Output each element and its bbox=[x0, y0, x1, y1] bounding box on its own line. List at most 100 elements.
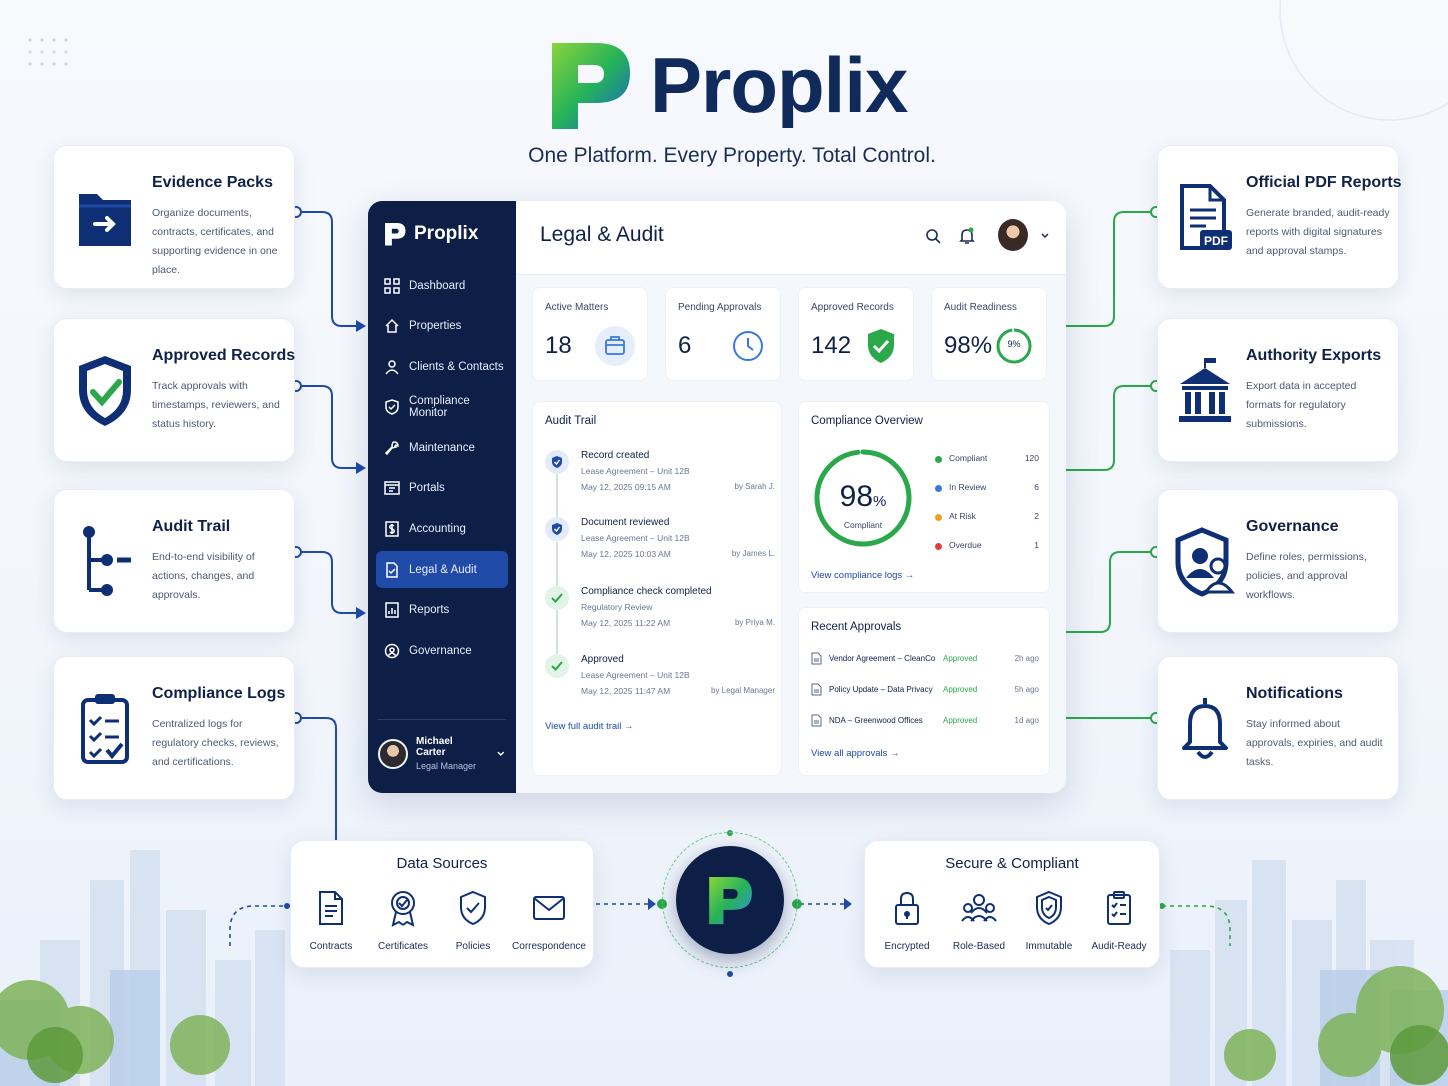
check-icon bbox=[545, 654, 569, 678]
feature-desc: Organize documents, contracts, certifica… bbox=[152, 207, 278, 276]
stat-label: Approved Records bbox=[811, 302, 894, 313]
item-label: Role-Based bbox=[952, 941, 1006, 952]
hub-ring bbox=[662, 832, 798, 968]
sidebar-item-clients-contacts[interactable]: Clients & Contacts bbox=[376, 348, 508, 385]
secure-item-encrypted: Encrypted bbox=[867, 885, 947, 952]
page-title: Legal & Audit bbox=[540, 223, 664, 246]
timeline-date: May 12, 2025 11:22 AM bbox=[581, 618, 671, 628]
timeline-date: May 12, 2025 10:03 AM bbox=[581, 549, 671, 559]
document-icon bbox=[291, 885, 371, 931]
feature-card-audit-trail: Audit Trail End-to-end visibility of act… bbox=[53, 489, 295, 633]
shield-check-icon bbox=[861, 326, 901, 366]
legend-count: 1 bbox=[1034, 540, 1039, 550]
item-label: Correspondence bbox=[512, 941, 586, 952]
feature-card-approved-records: Approved Records Track approvals with ti… bbox=[53, 318, 295, 462]
timeline-title: Approved bbox=[581, 654, 624, 665]
sidebar: Proplix Dashboard Properties Clients & C… bbox=[368, 201, 516, 793]
search-icon[interactable] bbox=[922, 225, 944, 247]
user-menu[interactable]: Michael Carter Legal Manager bbox=[378, 719, 506, 779]
stat-value: 98% bbox=[944, 332, 993, 359]
proplix-logo-icon bbox=[385, 223, 406, 246]
proplix-hub bbox=[676, 846, 784, 954]
timeline-author: by James L. bbox=[731, 549, 775, 558]
secure-item-role-based: Role-Based bbox=[939, 885, 1019, 952]
svg-text:PDF: PDF bbox=[1204, 234, 1228, 248]
item-label: Contracts bbox=[309, 941, 353, 952]
feature-desc: Stay informed about approvals, expiries,… bbox=[1246, 718, 1383, 768]
feature-title: Governance bbox=[1246, 518, 1339, 535]
view-compliance-logs-link[interactable]: View compliance logs → bbox=[811, 570, 915, 581]
sidebar-item-governance[interactable]: Governance bbox=[376, 632, 508, 669]
item-label: Encrypted bbox=[884, 941, 930, 952]
sidebar-item-properties[interactable]: Properties bbox=[376, 308, 508, 345]
percent-sign: % bbox=[873, 493, 887, 510]
sidebar-item-label: Reports bbox=[409, 604, 450, 617]
sidebar-item-accounting[interactable]: Accounting bbox=[376, 511, 508, 548]
briefcase-icon bbox=[595, 326, 635, 366]
legend-count: 120 bbox=[1024, 453, 1039, 463]
person-icon bbox=[385, 359, 399, 375]
legend-item: In Review 6 bbox=[935, 482, 1039, 496]
legend-item: Overdue 1 bbox=[935, 540, 1039, 554]
stat-card-active-matters[interactable]: Active Matters 18 bbox=[532, 287, 648, 381]
sidebar-item-label: Properties bbox=[409, 320, 462, 333]
bell-icon[interactable] bbox=[956, 225, 978, 247]
feature-card-notifications: Notifications Stay informed about approv… bbox=[1157, 656, 1399, 800]
grid-icon bbox=[384, 277, 400, 294]
document-icon bbox=[811, 652, 822, 665]
audit-trail-panel: Audit Trail Record created Lease Agreeme… bbox=[532, 401, 782, 776]
table-row[interactable]: Vendor Agreement – CleanCo Approved 2h a… bbox=[811, 652, 1039, 668]
stat-label: Audit Readiness bbox=[944, 302, 1017, 313]
folder-arrow-icon bbox=[72, 178, 138, 258]
sidebar-item-reports[interactable]: Reports bbox=[376, 592, 508, 629]
timeline-subtitle: Lease Agreement – Unit 12B bbox=[581, 466, 690, 476]
tagline: One Platform. Every Property. Total Cont… bbox=[528, 144, 936, 167]
avatar[interactable] bbox=[998, 219, 1028, 251]
sidebar-item-legal-audit[interactable]: Legal & Audit bbox=[376, 551, 508, 589]
app-window: Proplix Dashboard Properties Clients & C… bbox=[368, 201, 1066, 793]
secure-compliant-box: Secure & Compliant Encrypted Role-Based … bbox=[864, 840, 1160, 968]
brand-header: Proplix bbox=[548, 30, 928, 140]
browser-icon bbox=[384, 481, 400, 496]
table-row[interactable]: NDA – Greenwood Offices Approved 1d ago bbox=[811, 714, 1039, 730]
timeline-date: May 12, 2025 11:47 AM bbox=[581, 686, 671, 696]
sidebar-nav: Dashboard Properties Clients & Contacts … bbox=[376, 267, 508, 673]
legend-item: Compliant 120 bbox=[935, 453, 1039, 467]
legend-label: At Risk bbox=[949, 511, 976, 521]
timeline-title: Document reviewed bbox=[581, 517, 670, 528]
panel-title: Recent Approvals bbox=[811, 621, 902, 633]
chevron-down-icon bbox=[497, 751, 505, 756]
view-all-approvals-link[interactable]: View all approvals → bbox=[811, 748, 900, 759]
panel-title: Compliance Overview bbox=[811, 415, 923, 427]
readiness-ring-arc bbox=[996, 328, 1032, 364]
table-row[interactable]: Policy Update – Data Privacy Approved 5h… bbox=[811, 683, 1039, 699]
sidebar-item-maintenance[interactable]: Maintenance bbox=[376, 429, 508, 466]
chevron-down-icon[interactable] bbox=[1034, 225, 1056, 247]
sidebar-item-label: Dashboard bbox=[409, 279, 466, 292]
stat-card-approved-records[interactable]: Approved Records 142 bbox=[798, 287, 914, 381]
governance-icon bbox=[384, 643, 400, 659]
timeline-line bbox=[556, 610, 558, 654]
timeline-line bbox=[556, 542, 558, 586]
timeline-subtitle: Lease Agreement – Unit 12B bbox=[581, 670, 690, 680]
legend-label: Overdue bbox=[949, 540, 982, 550]
feature-title: Audit Trail bbox=[152, 518, 231, 535]
shield-icon bbox=[433, 885, 513, 931]
legend-item: At Risk 2 bbox=[935, 511, 1039, 525]
item-label: Audit-Ready bbox=[1091, 941, 1147, 952]
stat-card-pending-approvals[interactable]: Pending Approvals 6 bbox=[665, 287, 781, 381]
secure-item-audit-ready: Audit-Ready bbox=[1079, 885, 1159, 952]
sidebar-item-portals[interactable]: Portals bbox=[376, 470, 508, 507]
clock-icon bbox=[728, 326, 768, 366]
sidebar-item-label: Accounting bbox=[409, 523, 466, 536]
data-sources-box: Data Sources Contracts Certificates Poli… bbox=[290, 840, 594, 968]
feature-card-compliance-logs: Compliance Logs Centralized logs for reg… bbox=[53, 656, 295, 800]
timeline-subtitle: Regulatory Review bbox=[581, 602, 653, 612]
view-audit-trail-link[interactable]: View full audit trail → bbox=[545, 721, 634, 732]
sidebar-brand[interactable]: Proplix bbox=[384, 221, 478, 247]
sidebar-item-dashboard[interactable]: Dashboard bbox=[376, 267, 508, 304]
feature-title: Authority Exports bbox=[1246, 347, 1382, 364]
sidebar-item-compliance-monitor[interactable]: Compliance Monitor bbox=[376, 389, 508, 426]
stat-value: 142 bbox=[811, 332, 852, 359]
stat-card-audit-readiness[interactable]: Audit Readiness 98% 9% bbox=[931, 287, 1047, 381]
